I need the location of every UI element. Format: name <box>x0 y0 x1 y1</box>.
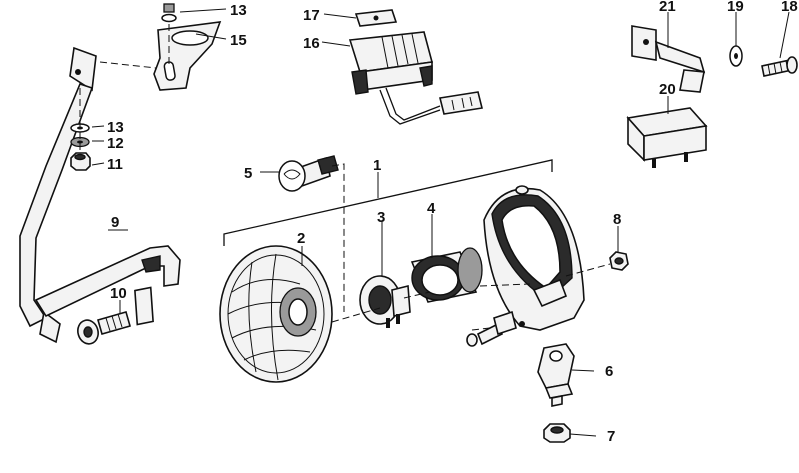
part-4-reflector-ring <box>410 247 483 303</box>
callout-7: 7 <box>607 428 615 445</box>
part-7-nut <box>543 423 571 443</box>
part-20-relay <box>626 107 708 168</box>
part-11-nut <box>70 152 91 171</box>
part-21-angle-bracket <box>631 25 706 93</box>
callout-3: 3 <box>377 209 385 226</box>
part-5-bulb <box>278 155 339 192</box>
callout-5: 5 <box>244 165 252 182</box>
callout-2: 2 <box>297 230 305 247</box>
callout-8: 8 <box>613 211 621 228</box>
part-18-screw <box>761 56 798 77</box>
assembly-guide-lines <box>79 24 611 331</box>
callout-18: 18 <box>781 0 798 15</box>
callout-21: 21 <box>659 0 676 15</box>
part-6-terminal-bolt <box>537 343 575 407</box>
callout-1: 1 <box>373 157 381 174</box>
part-10-socket-bolt <box>77 311 131 345</box>
part-16-relay-housing <box>348 31 483 125</box>
callout-20: 20 <box>659 81 676 98</box>
part-19-washer <box>729 45 743 67</box>
part-3-bulb-holder <box>359 275 411 328</box>
callout-15: 15 <box>230 32 247 49</box>
housing-screw <box>466 310 517 347</box>
leader-lines <box>91 8 790 437</box>
callout-16: 16 <box>303 35 320 52</box>
part-9-support-arm <box>19 46 181 344</box>
callout-17: 17 <box>303 7 320 24</box>
callout-11: 11 <box>107 156 123 173</box>
callout-13-top: 13 <box>230 2 247 19</box>
part-15-mount-bracket <box>153 3 222 91</box>
part-1-lamp-housing <box>483 185 585 331</box>
part-17-cover-plate <box>354 9 398 27</box>
callout-19: 19 <box>727 0 744 15</box>
callout-labels: 13 15 17 16 21 19 18 20 13 12 11 1 5 3 4… <box>107 0 798 445</box>
assembly-bracket-line <box>223 159 553 246</box>
part-8-nut <box>609 251 629 271</box>
part-2-lens <box>219 245 333 383</box>
callout-4: 4 <box>427 200 436 217</box>
callout-9: 9 <box>111 214 119 231</box>
callout-13-left: 13 <box>107 119 124 136</box>
callout-6: 6 <box>605 363 613 380</box>
callout-10: 10 <box>110 285 127 302</box>
callout-12: 12 <box>107 135 124 152</box>
